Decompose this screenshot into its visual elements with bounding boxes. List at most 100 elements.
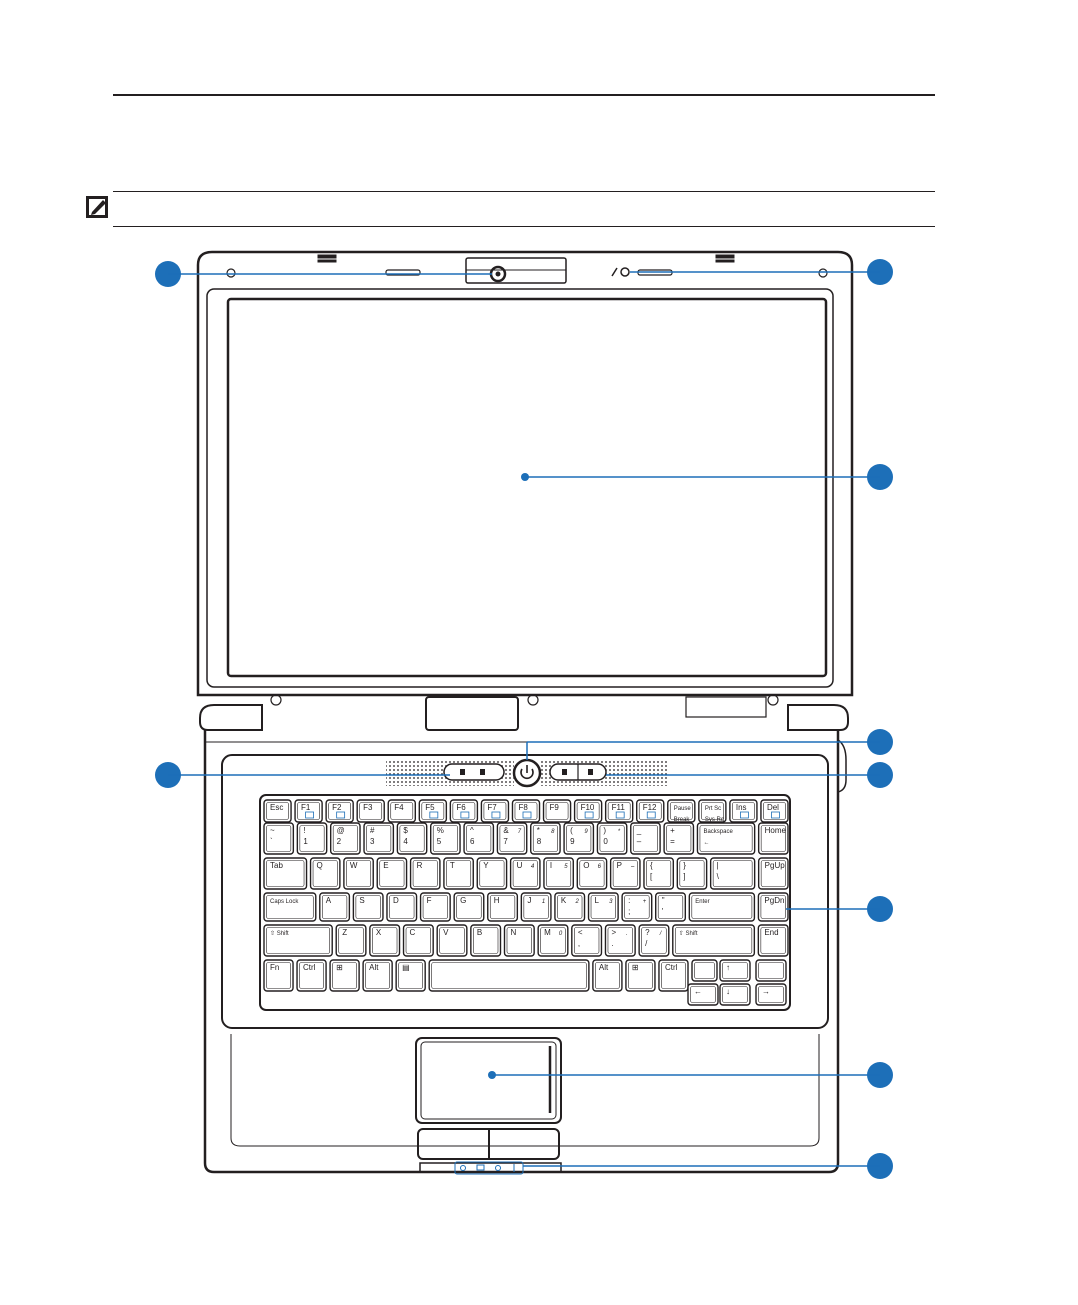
key-sym[interactable]: ▤: [395, 959, 426, 992]
key-arrow-down[interactable]: ↓: [719, 983, 751, 1006]
key-f4[interactable]: F4: [387, 799, 416, 823]
key-sym[interactable]: +=: [663, 822, 695, 855]
key-sym[interactable]: #3: [363, 822, 395, 855]
key-sym[interactable]: ?//: [638, 924, 670, 957]
key-label: H: [494, 896, 500, 905]
key-sym[interactable]: :;+: [621, 892, 653, 922]
key-sym[interactable]: |\: [709, 857, 756, 890]
key-tab[interactable]: Tab: [263, 857, 308, 890]
key-n[interactable]: N: [503, 924, 535, 957]
key-f12[interactable]: F12: [636, 799, 665, 823]
key-f11[interactable]: F11: [604, 799, 634, 823]
key-sym[interactable]: ^6: [463, 822, 495, 855]
key-q[interactable]: Q: [309, 857, 341, 890]
key-g[interactable]: G: [453, 892, 485, 922]
key-fn[interactable]: Fn: [263, 959, 294, 992]
key-sym[interactable]: _–: [630, 822, 661, 855]
key-s[interactable]: S: [352, 892, 384, 922]
power-button[interactable]: [512, 758, 542, 788]
key-sym[interactable]: @2: [329, 822, 361, 855]
key-ins[interactable]: Ins: [729, 799, 758, 823]
key-sym[interactable]: <,: [571, 924, 603, 957]
key-arrow-left[interactable]: ←: [687, 983, 719, 1006]
key-p[interactable]: P–: [609, 857, 641, 890]
key-c[interactable]: C: [402, 924, 434, 957]
key-numpad-label: 5: [564, 864, 568, 870]
key-ctrl[interactable]: Ctrl: [658, 959, 689, 992]
key-arrow-up[interactable]: ↑: [719, 959, 751, 982]
key-sym[interactable]: {[: [643, 857, 675, 890]
key-h[interactable]: H: [487, 892, 519, 922]
key-del[interactable]: Del: [760, 799, 789, 823]
key-x[interactable]: X: [369, 924, 401, 957]
key-w[interactable]: W: [343, 857, 374, 890]
key-f8[interactable]: F8: [511, 799, 541, 823]
key-f[interactable]: F: [419, 892, 451, 922]
key-sym[interactable]: (99: [563, 822, 595, 855]
key-space[interactable]: [428, 959, 590, 992]
key-a[interactable]: A: [319, 892, 351, 922]
key-sym[interactable]: %5: [430, 822, 461, 855]
key-r[interactable]: R: [409, 857, 441, 890]
key-label: ~: [270, 826, 275, 835]
key-sym[interactable]: >..: [604, 924, 636, 957]
key-e[interactable]: E: [376, 857, 408, 890]
key-sym[interactable]: ~`: [263, 822, 295, 855]
key-sym[interactable]: &77: [496, 822, 528, 855]
function-icon: [429, 811, 439, 819]
key-f3[interactable]: F3: [356, 799, 385, 823]
key-esc[interactable]: Esc: [263, 799, 292, 823]
key-label: –: [637, 837, 642, 846]
key-b[interactable]: B: [470, 924, 502, 957]
key-shift[interactable]: ⇧ Shift: [672, 924, 756, 957]
key-end[interactable]: End: [757, 924, 789, 957]
key-f5[interactable]: F5: [418, 799, 448, 823]
key-sym[interactable]: )0*: [596, 822, 628, 855]
key-sym[interactable]: "': [655, 892, 687, 922]
key-label: }: [683, 861, 686, 870]
key-d[interactable]: D: [386, 892, 418, 922]
key-sym[interactable]: *88: [530, 822, 561, 855]
key-sym[interactable]: }]: [676, 857, 708, 890]
key-blank[interactable]: [691, 959, 718, 982]
key-alt[interactable]: Alt: [592, 959, 623, 992]
key-f7[interactable]: F7: [480, 799, 510, 823]
key-y[interactable]: Y: [476, 857, 508, 890]
key-sym[interactable]: ⊞: [625, 959, 656, 992]
key-sym[interactable]: !1: [296, 822, 328, 855]
callout-status-indicators: [155, 762, 450, 788]
key-f2[interactable]: F2: [325, 799, 354, 823]
key-label: /: [645, 939, 648, 948]
key-home[interactable]: Home: [757, 822, 789, 855]
key-f1[interactable]: F1: [294, 799, 323, 823]
key-capslock[interactable]: Caps Lock: [263, 892, 317, 922]
key-f10[interactable]: F10: [573, 799, 603, 823]
key-f6[interactable]: F6: [449, 799, 479, 823]
key-shift[interactable]: ⇧ Shift: [263, 924, 333, 957]
key-blank[interactable]: [755, 959, 787, 982]
key-pgup[interactable]: PgUp: [757, 857, 789, 890]
key-alt[interactable]: Alt: [362, 959, 393, 992]
key-z[interactable]: Z: [335, 924, 367, 957]
key-label: F10: [581, 803, 595, 812]
key-sym[interactable]: $4: [396, 822, 428, 855]
key-arrow-right[interactable]: →: [755, 983, 787, 1006]
key-ctrl[interactable]: Ctrl: [296, 959, 327, 992]
key-backspace[interactable]: Backspace←: [696, 822, 756, 855]
key-t[interactable]: T: [443, 857, 474, 890]
key-label: R: [417, 861, 423, 870]
key-enter[interactable]: Enter: [688, 892, 756, 922]
key-v[interactable]: V: [436, 924, 468, 957]
key-pgdn[interactable]: PgDn: [757, 892, 789, 922]
key-f9[interactable]: F9: [542, 799, 572, 823]
key-sym[interactable]: ⊞: [329, 959, 360, 992]
